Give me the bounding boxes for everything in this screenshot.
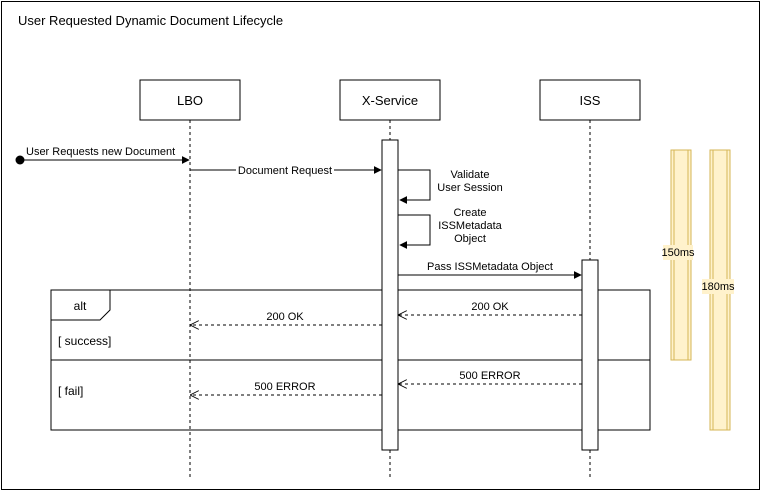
message-user-request-label: User Requests new Document (26, 146, 175, 158)
message-iss-error-label: 500 ERROR (459, 370, 520, 382)
message-document-request-bg (236, 163, 334, 177)
activation-xservice (381, 139, 399, 451)
message-validate-line1: Validate (451, 169, 490, 181)
alt-guard-fail: [ fail] (58, 384, 83, 398)
participant-xservice-label: X-Service (362, 93, 418, 108)
message-x-error-label: 500 ERROR (254, 381, 315, 393)
message-x-ok-label: 200 OK (266, 311, 304, 323)
timing-bar-180-label-bg (702, 279, 734, 294)
message-pass-metadata-label: Pass ISSMetadata Object (427, 261, 553, 273)
message-create-line1: Create (453, 207, 486, 219)
message-validate-arrow (398, 169, 431, 204)
participant-xservice-box[interactable] (339, 79, 441, 121)
timing-bar-180: 180ms (701, 149, 735, 431)
activation-iss (581, 259, 599, 451)
message-document-request-label: Document Request (238, 165, 332, 177)
message-create-arrow (398, 214, 431, 249)
participant-lbo-label: LBO (177, 93, 203, 108)
diagram-title: User Requested Dynamic Document Lifecycl… (18, 13, 283, 28)
timing-label-150: 150ms (661, 247, 695, 259)
alt-operator: alt (74, 299, 87, 313)
participant-iss-label: ISS (580, 93, 601, 108)
timing-label-180: 180ms (701, 281, 735, 293)
timing-bar-150: 150ms (661, 149, 695, 361)
alt-guard-success: [ success] (58, 334, 111, 348)
timing-bar-150-label-bg (663, 245, 693, 260)
message-iss-ok-label: 200 OK (471, 301, 509, 313)
message-validate-line2: User Session (437, 182, 502, 194)
message-create-line3: Object (454, 233, 486, 245)
alt-fragment-tab (50, 289, 111, 321)
message-create-line2: ISSMetadata (438, 220, 502, 232)
participant-lbo-box[interactable] (139, 79, 241, 121)
participant-iss-box[interactable] (539, 79, 641, 121)
